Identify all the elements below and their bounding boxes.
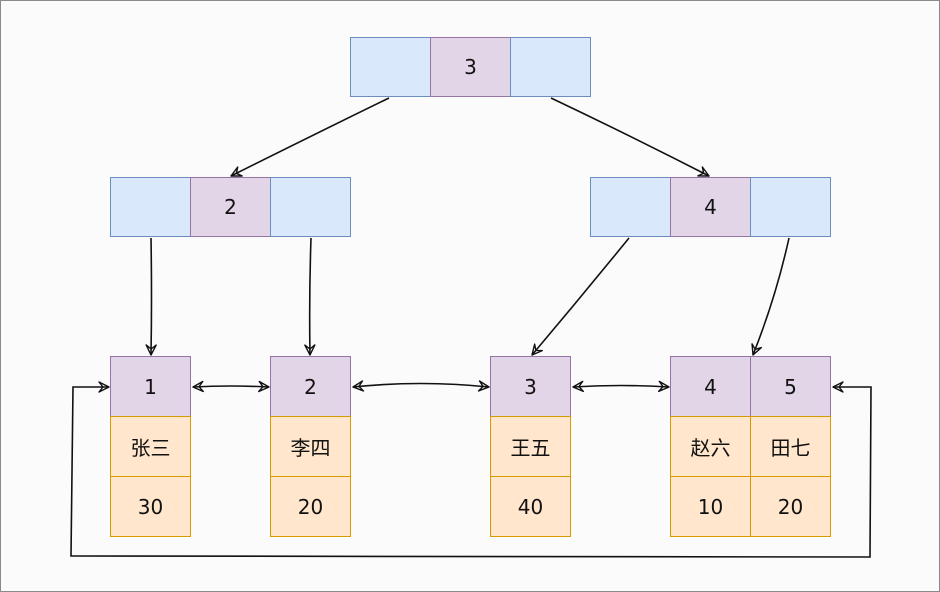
root-pointer-right bbox=[510, 37, 591, 97]
leaf-key: 3 bbox=[490, 356, 571, 417]
leaf-value: 20 bbox=[750, 476, 831, 537]
leaf-key: 2 bbox=[270, 356, 351, 417]
leaf-name: 田七 bbox=[750, 416, 831, 477]
root-key: 3 bbox=[430, 37, 511, 97]
leaf-value: 30 bbox=[110, 476, 191, 537]
internal-right-key: 4 bbox=[670, 177, 751, 237]
link-leaf-3-45 bbox=[572, 380, 670, 393]
internal-right-pointer-left bbox=[590, 177, 671, 237]
internal-right-pointer-right bbox=[750, 177, 831, 237]
edge-root-to-right bbox=[550, 97, 710, 177]
link-wrap-around bbox=[70, 381, 872, 558]
edge-right-to-leaf-3 bbox=[531, 237, 630, 356]
leaf-key: 4 bbox=[670, 356, 751, 417]
leaf-key: 5 bbox=[750, 356, 831, 417]
leaf-name: 王五 bbox=[490, 416, 571, 477]
leaf-key: 1 bbox=[110, 356, 191, 417]
internal-left-key: 2 bbox=[190, 177, 271, 237]
leaf-value: 20 bbox=[270, 476, 351, 537]
leaf-name: 李四 bbox=[270, 416, 351, 477]
link-leaf-1-2 bbox=[192, 380, 270, 393]
leaf-name: 张三 bbox=[110, 416, 191, 477]
edge-left-to-leaf-1 bbox=[145, 237, 157, 356]
edge-root-to-left bbox=[230, 97, 390, 177]
internal-left-pointer-left bbox=[110, 177, 191, 237]
edge-right-to-leaf-45 bbox=[751, 237, 790, 356]
edge-left-to-leaf-2 bbox=[304, 237, 316, 356]
leaf-name: 赵六 bbox=[670, 416, 751, 477]
internal-left-pointer-right bbox=[270, 177, 351, 237]
root-pointer-left bbox=[350, 37, 431, 97]
leaf-value: 10 bbox=[670, 476, 751, 537]
leaf-value: 40 bbox=[490, 476, 571, 537]
link-leaf-2-3 bbox=[352, 380, 490, 392]
